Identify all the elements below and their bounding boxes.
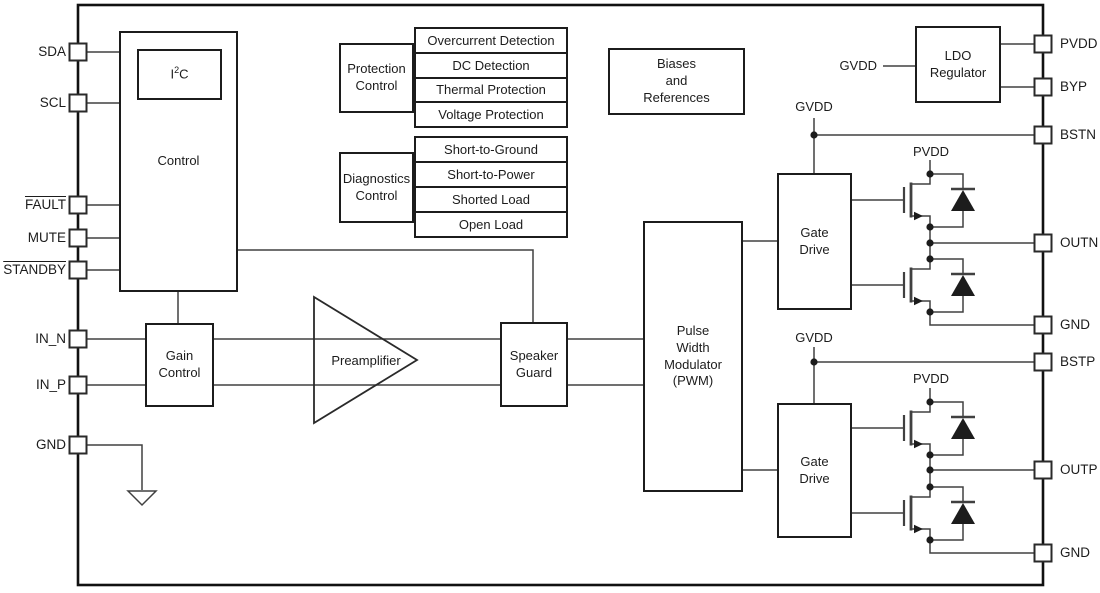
diagnostic-row-shorted-load: Shorted Load <box>416 186 566 211</box>
gvdd-bstn-net <box>813 118 1035 173</box>
gate-drive-bottom-label: Gate Drive <box>799 453 830 486</box>
pin-square-outn <box>1033 233 1053 253</box>
speaker-guard-block: Speaker Guard <box>500 322 568 407</box>
pin-square-mute <box>68 228 88 248</box>
pin-square-gnd-outn <box>1033 315 1053 335</box>
pin-label-scl: SCL <box>39 95 66 110</box>
i2c-block: I2C <box>137 49 222 100</box>
junction-dots <box>810 131 934 544</box>
pin-label-standby: STANDBY <box>3 262 66 277</box>
diagnostics-control-block: Diagnostics Control <box>339 152 414 223</box>
mosfet-low-side-bottom <box>850 485 977 542</box>
pin-label-outp: OUTP <box>1060 462 1098 477</box>
pin-square-standby <box>68 260 88 280</box>
pin-label-gnd-outp: GND <box>1060 545 1090 560</box>
pin-label-mute: MUTE <box>27 230 66 245</box>
mosfet-high-side-top <box>850 172 977 229</box>
pin-label-pvdd: PVDD <box>1060 36 1098 51</box>
pin-label-fault: FAULT <box>24 197 66 212</box>
gate-drive-top-label: Gate Drive <box>799 224 830 257</box>
biases-references-block: Biases and References <box>608 48 745 115</box>
speaker-guard-label: Speaker Guard <box>509 347 559 380</box>
pin-square-in-n <box>68 329 88 349</box>
pin-square-scl <box>68 93 88 113</box>
gate-drive-top-block: Gate Drive <box>777 173 852 310</box>
pwm-label: Pulse Width Modulator (PWM) <box>664 322 722 389</box>
i2c-label: I2C <box>170 65 189 82</box>
pin-square-gnd-outp <box>1033 543 1053 563</box>
pin-label-sda: SDA <box>38 44 66 59</box>
pin-label-gnd-outn: GND <box>1060 317 1090 332</box>
diagnostic-row-short-to-ground: Short-to-Ground <box>416 138 566 161</box>
control-label: Control <box>157 153 200 169</box>
diagnostics-control-label: Diagnostics Control <box>342 170 411 203</box>
pin-square-fault <box>68 195 88 215</box>
pin-label-bstp: BSTP <box>1060 354 1096 369</box>
pin-square-sda <box>68 42 88 62</box>
pin-label-outn: OUTN <box>1060 235 1099 250</box>
protection-row-voltage: Voltage Protection <box>416 101 566 126</box>
chip-outline <box>76 3 1045 587</box>
gvdd-bstp-net <box>813 347 1035 403</box>
biases-references-label: Biases and References <box>643 56 710 105</box>
protection-row-dc: DC Detection <box>416 51 566 77</box>
pin-label-byp: BYP <box>1060 79 1088 94</box>
net-label-pvdd-top: PVDD <box>912 144 950 159</box>
diagnostic-row-short-to-power: Short-to-Power <box>416 161 566 186</box>
pin-label-in-p: IN_P <box>35 377 66 392</box>
pin-square-byp <box>1033 77 1053 97</box>
mosfet-low-side-top <box>850 257 977 314</box>
net-label-gvdd-top: GVDD <box>795 99 833 114</box>
pin-label-bstn: BSTN <box>1060 127 1097 142</box>
preamplifier-triangle <box>313 295 419 425</box>
ldo-regulator-block: LDO Regulator <box>915 26 1001 103</box>
preamplifier-label: Preamplifier <box>331 353 401 368</box>
gain-control-label: Gain Control <box>158 348 201 380</box>
net-label-gvdd-bottom: GVDD <box>795 330 833 345</box>
net-label-gvdd-ldo: GVDD <box>839 58 877 73</box>
protection-row-thermal: Thermal Protection <box>416 76 566 102</box>
protection-functions-list: Overcurrent Detection DC Detection Therm… <box>414 27 568 128</box>
pin-square-gnd-left <box>68 435 88 455</box>
pin-square-pvdd <box>1033 34 1053 54</box>
pwm-block: Pulse Width Modulator (PWM) <box>643 221 743 492</box>
pin-square-outp <box>1033 460 1053 480</box>
pin-square-bstp <box>1033 352 1053 372</box>
gate-drive-bottom-block: Gate Drive <box>777 403 852 538</box>
pin-label-in-n: IN_N <box>35 331 66 346</box>
half-bridge-top-spine <box>929 160 1035 326</box>
protection-row-overcurrent: Overcurrent Detection <box>416 29 566 52</box>
mosfet-high-side-bottom <box>850 400 977 457</box>
protection-control-block: Protection Control <box>339 43 414 113</box>
control-to-speaker-guard-wire <box>238 249 534 322</box>
protection-control-label: Protection Control <box>347 61 406 93</box>
gain-control-block: Gain Control <box>145 323 214 407</box>
ground-symbol <box>126 490 158 507</box>
pin-square-bstn <box>1033 125 1053 145</box>
net-label-pvdd-bottom: PVDD <box>912 371 950 386</box>
ldo-regulator-label: LDO Regulator <box>929 47 987 80</box>
half-bridge-bottom-spine <box>929 388 1035 554</box>
gnd-pin-lead <box>86 444 143 490</box>
pin-label-gnd-left: GND <box>36 437 66 452</box>
diagnostic-row-open-load: Open Load <box>416 211 566 236</box>
control-pin-wires <box>86 51 119 271</box>
pin-square-in-p <box>68 375 88 395</box>
diagnostic-functions-list: Short-to-Ground Short-to-Power Shorted L… <box>414 136 568 238</box>
